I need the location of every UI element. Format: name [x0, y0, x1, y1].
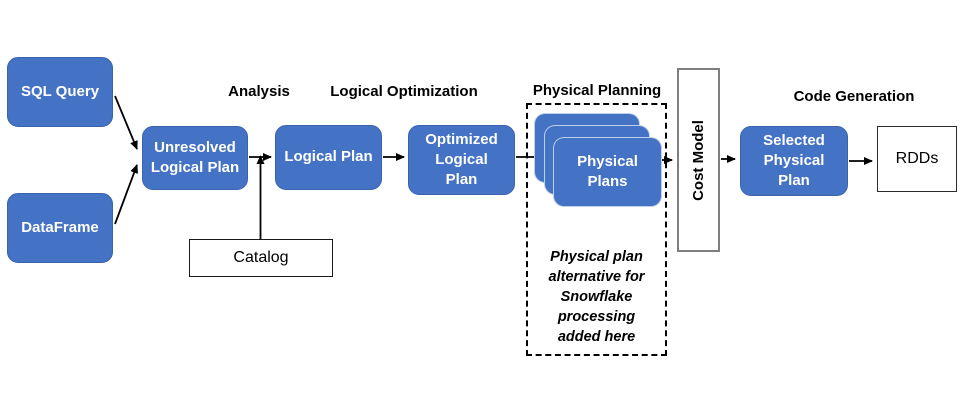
node-dataframe: DataFrame — [7, 193, 113, 263]
node-sql-query: SQL Query — [7, 57, 113, 127]
stage-label-physical-planning: Physical Planning — [532, 82, 662, 99]
annotation-line: Physical plan — [550, 249, 643, 265]
annotation-line: processing — [557, 309, 636, 325]
annotation-line: added here — [557, 329, 636, 345]
node-logical-plan: Logical Plan — [275, 125, 382, 190]
node-rdds: RDDs — [877, 126, 957, 192]
snowflake-annotation: Physical plan alternative for Snowflake … — [531, 247, 662, 347]
node-physical-plans: Physical Plans — [553, 137, 662, 207]
stage-label-code-generation: Code Generation — [793, 88, 915, 105]
arrow-sql-query-to-unresolved — [114, 95, 138, 150]
stage-label-analysis: Analysis — [228, 83, 290, 100]
node-optimized-logical-plan: Optimized Logical Plan — [408, 125, 515, 195]
node-unresolved-logical-plan: Unresolved Logical Plan — [142, 126, 248, 190]
annotation-line: Snowflake — [560, 289, 633, 305]
stage-label-logical-optimization: Logical Optimization — [330, 83, 478, 100]
node-cost-model: Cost Model — [677, 68, 720, 252]
cost-model-label: Cost Model — [690, 119, 707, 201]
node-catalog: Catalog — [189, 239, 333, 277]
annotation-line: alternative for — [548, 269, 645, 285]
arrow-dataframe-to-unresolved — [114, 164, 138, 225]
physical-planning-dashed-region — [526, 103, 667, 356]
node-selected-physical-plan: Selected Physical Plan — [740, 126, 848, 196]
